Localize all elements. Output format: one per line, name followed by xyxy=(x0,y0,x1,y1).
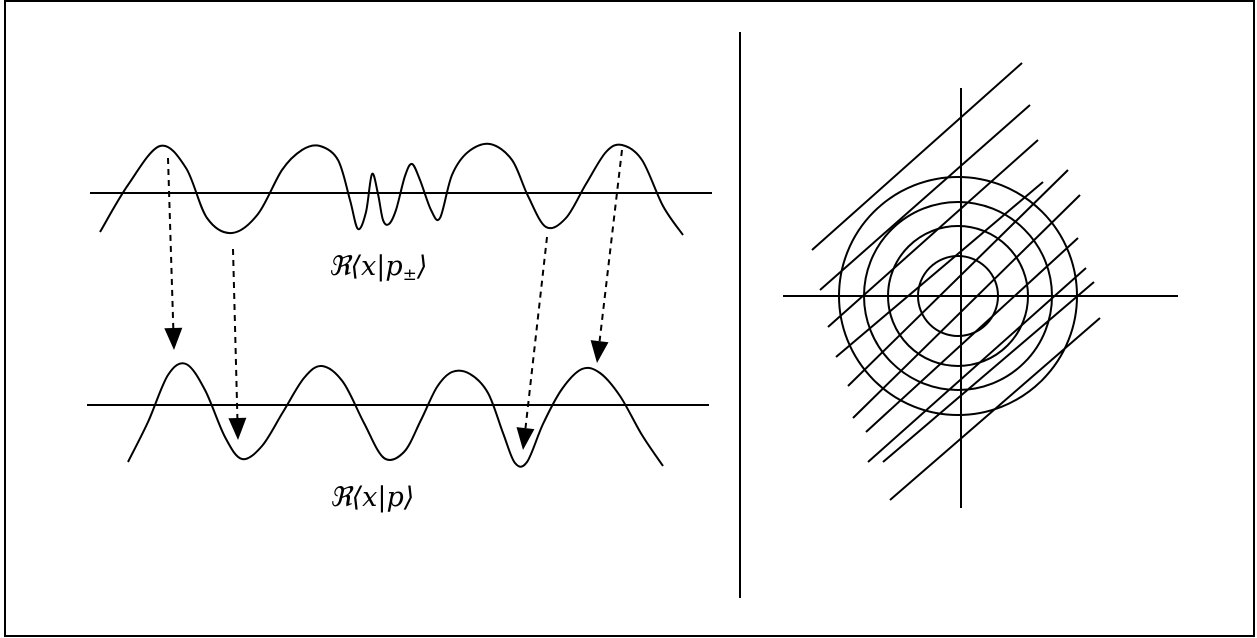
bottom-wave-curve xyxy=(127,362,664,468)
bottom-wave-label: ℜ⟨x|p⟩ xyxy=(330,482,415,513)
diagonal-lines xyxy=(811,62,1101,501)
diagonal-line-3 xyxy=(827,139,1039,328)
diagonal-line-10 xyxy=(889,317,1101,501)
top-wave-label: ℜ⟨x|p±⟩ xyxy=(329,251,428,285)
diagonal-line-5 xyxy=(847,169,1069,387)
mapping-arrows xyxy=(164,149,623,450)
diagonal-line-1 xyxy=(811,62,1023,251)
arrow-3-head xyxy=(516,427,535,450)
wavefunction-panel: ℜ⟨x|p±⟩ ℜ⟨x|p⟩ xyxy=(87,142,712,513)
top-wave-curve xyxy=(99,142,684,236)
circle-1 xyxy=(917,255,999,337)
diagonal-line-6 xyxy=(852,194,1081,419)
arrow-1-head xyxy=(164,327,183,350)
diagonal-line-7 xyxy=(865,237,1079,433)
outer-border xyxy=(4,0,1255,637)
diagonal-line-8 xyxy=(867,267,1087,463)
diagonal-line-2 xyxy=(819,104,1031,291)
diagonal-line-9 xyxy=(882,281,1095,463)
arrow-2-head xyxy=(228,417,247,440)
diagonal-line-4 xyxy=(835,181,1044,358)
arrow-4-head xyxy=(590,340,609,363)
phase-space-panel xyxy=(783,62,1178,508)
circle-2 xyxy=(887,225,1029,367)
